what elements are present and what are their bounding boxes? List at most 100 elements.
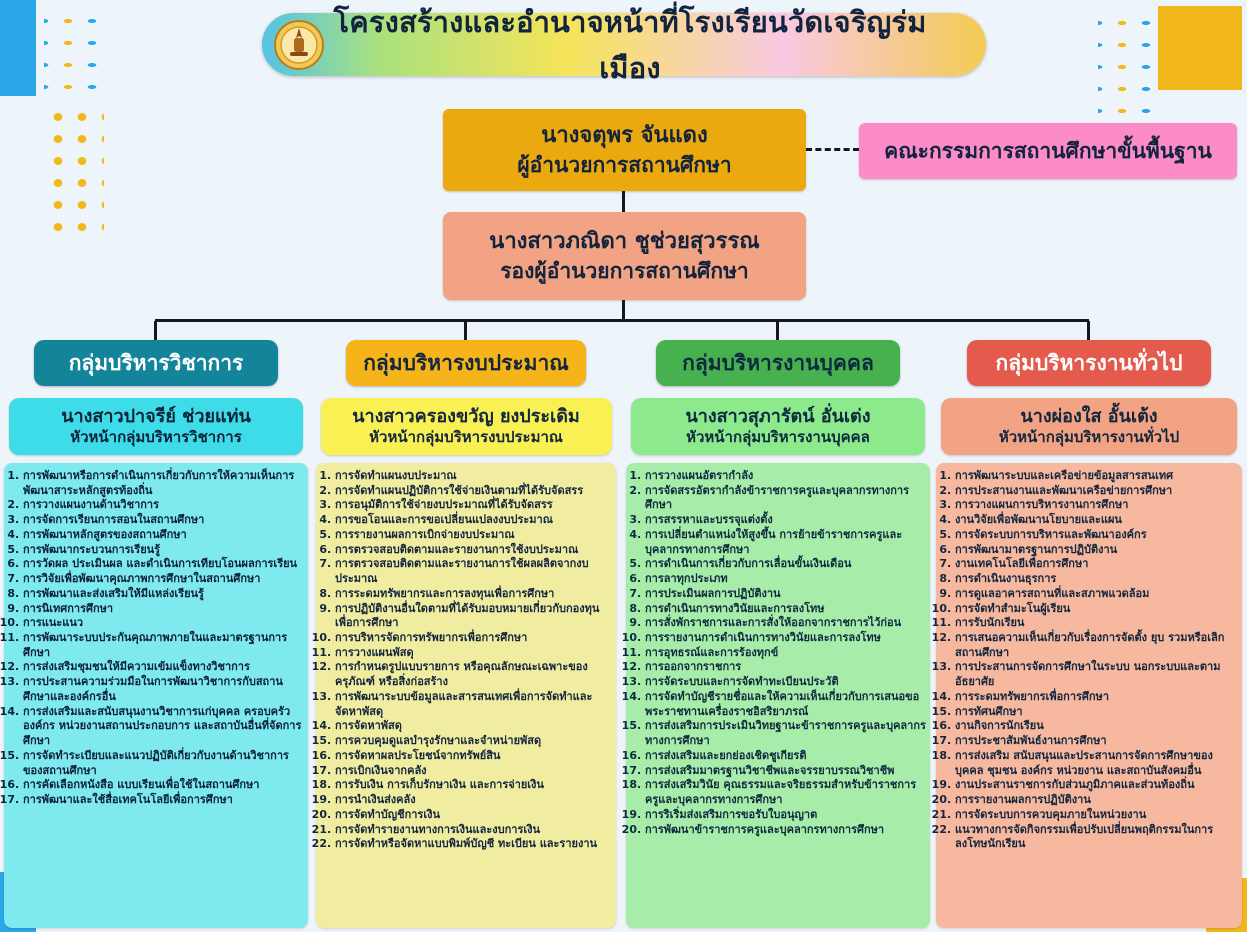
duty-item: การดำเนินงานธุรการ <box>955 572 1239 587</box>
group-header-budget: กลุ่มบริหารงบประมาณ <box>346 340 586 386</box>
decor-rect-top-left <box>0 0 36 96</box>
duty-item: การจัดทำสำมะโนผู้เรียน <box>955 602 1239 617</box>
director-role: ผู้อำนวยการสถานศึกษา <box>517 152 732 177</box>
deputy-role: รองผู้อำนวยการสถานศึกษา <box>500 258 749 283</box>
director-name: นางจตุพร จันแดง <box>541 122 708 148</box>
duty-item: การรายงานการดำเนินการทางวินัยและการลงโทษ <box>645 631 927 646</box>
deputy-box: นางสาวภณิดา ชูช่วยสุวรรณ รองผู้อำนวยการส… <box>443 212 806 300</box>
group-head-name: นางสาวปาจรีย์ ช่วยแท่น <box>61 406 251 427</box>
group-head-card-general: นางผ่องใส อั้นเต้ง หัวหน้ากลุ่มบริหารงาน… <box>940 398 1238 455</box>
group-column-general: กลุ่มบริหารงานทั่วไป นางผ่องใส อั้นเต้ง … <box>936 340 1242 928</box>
duty-item: การจัดทำแผนงบประมาณ <box>335 469 613 484</box>
duty-item: การรายงานผลการเบิกจ่ายงบประมาณ <box>335 528 613 543</box>
duty-item: การส่งเสริมชุมชนให้มีความเข้มแข็งทางวิชา… <box>23 660 305 675</box>
duty-item: การจัดหาพัสดุ <box>335 719 613 734</box>
duty-item: การบริหารจัดการทรัพยากรเพื่อการศึกษา <box>335 631 613 646</box>
connector-horizontal-bar <box>155 319 1089 322</box>
duty-item: การประเมินผลการปฏิบัติงาน <box>645 587 927 602</box>
connector-stub-group-2 <box>464 321 467 340</box>
duty-item: การคัดเลือกหนังสือ แบบเรียนเพื่อใช้ในสถา… <box>23 778 305 793</box>
group-head-card-academic: นางสาวปาจรีย์ ช่วยแท่น หัวหน้ากลุ่มบริหา… <box>8 398 304 455</box>
committee-label: คณะกรรมการสถานศึกษาขั้นพื้นฐาน <box>884 138 1212 163</box>
duty-item: การแนะแนว <box>23 616 305 631</box>
duty-item: การจัดระบบการควบคุมภายในหน่วยงาน <box>955 808 1239 823</box>
duty-item: การจัดสรรอัตรากำลังข้าราชการครูและบุคลาก… <box>645 484 927 513</box>
duty-item: การจัดระบบและการจัดทำทะเบียนประวัติ <box>645 675 927 690</box>
connector-director-committee <box>806 148 859 151</box>
duty-item: การส่งเสริมมาตรฐานวิชาชีพและจรรยาบรรณวิช… <box>645 764 927 779</box>
duty-item: การส่งเสริมและสนับสนุนงานวิชาการแก่บุคคล… <box>23 705 305 749</box>
duty-item: การรับนักเรียน <box>955 616 1239 631</box>
group-header-general: กลุ่มบริหารงานทั่วไป <box>966 340 1212 386</box>
duty-item: การพัฒนาระบบประกันคุณภาพภายในและมาตรฐานก… <box>23 631 305 660</box>
connector-stub-group-3 <box>776 321 779 340</box>
duty-item: การดูแลอาคารสถานที่และสภาพแวดล้อม <box>955 587 1239 602</box>
duty-item: การพัฒนาระบบและเครือข่ายข้อมูลสารสนเทศ <box>955 469 1239 484</box>
duty-item: การจัดทำรายงานทางการเงินและงบการเงิน <box>335 823 613 838</box>
duty-item: การระดมทรัพยากรและการลงทุนเพื่อการศึกษา <box>335 587 613 602</box>
duty-item: การวิจัยเพื่อพัฒนาคุณภาพการศึกษาในสถานศึ… <box>23 572 305 587</box>
duty-item: การปฏิบัติงานอื่นใดตามที่ได้รับมอบหมายเก… <box>335 602 613 631</box>
duty-item: การวางแผนงานด้านวิชาการ <box>23 498 305 513</box>
duty-item: การตรวจสอบติดตามและรายงานการใช้ผลผลิตจาก… <box>335 557 613 586</box>
duty-item: การกำหนดรูปแบบรายการ หรือคุณลักษณะเฉพาะข… <box>335 660 613 689</box>
duty-item: งานกิจการนักเรียน <box>955 719 1239 734</box>
duty-item: การตรวจสอบติดตามและรายงานการใช้งบประมาณ <box>335 543 613 558</box>
title-banner: โครงสร้างและอำนาจหน้าที่โรงเรียนวัดเจริญ… <box>262 5 986 85</box>
director-box: นางจตุพร จันแดง ผู้อำนวยการสถานศึกษา <box>443 109 806 191</box>
duty-item: การพัฒนาหรือการดำเนินการเกี่ยวกับการให้ค… <box>23 469 305 498</box>
duty-item: การประชาสัมพันธ์งานการศึกษา <box>955 734 1239 749</box>
duty-item: การระดมทรัพยากรเพื่อการศึกษา <box>955 690 1239 705</box>
duty-item: การพัฒนาข้าราชการครูและบุคลากรทางการศึกษ… <box>645 823 927 838</box>
decor-dots-top-right <box>1098 12 1154 118</box>
duty-item: การประสานงานและพัฒนาเครือข่ายการศึกษา <box>955 484 1239 499</box>
duty-item: การจัดทำระเบียบและแนวปฏิบัติเกี่ยวกับงาน… <box>23 749 305 778</box>
duty-item: การจัดทำบัญชีการเงิน <box>335 808 613 823</box>
group-head-name: นางสาวสุภารัตน์ อั่นเต่ง <box>685 406 871 427</box>
duty-list-budget: การจัดทำแผนงบประมาณการจัดทำแผนปฏิบัติการ… <box>316 462 616 928</box>
group-head-role: หัวหน้ากลุ่มบริหารงบประมาณ <box>369 428 563 447</box>
duty-item: การจัดการเรียนการสอนในสถานศึกษา <box>23 513 305 528</box>
duty-item: การสรรหาและบรรจุแต่งตั้ง <box>645 513 927 528</box>
decor-dots-left <box>46 106 104 236</box>
duty-item: การวางแผนการบริหารงานการศึกษา <box>955 498 1239 513</box>
duty-item: การประสานความร่วมมือในการพัฒนาวิชาการกับ… <box>23 675 305 704</box>
ministry-of-education-emblem-icon <box>274 19 324 70</box>
deputy-name: นางสาวภณิดา ชูช่วยสุวรรณ <box>489 228 760 254</box>
duty-item: การพัฒนาและใช้สื่อเทคโนโลยีเพื่อการศึกษา <box>23 793 305 808</box>
group-head-role: หัวหน้ากลุ่มบริหารงานทั่วไป <box>998 428 1180 447</box>
connector-deputy-trunk <box>622 300 625 321</box>
group-head-role: หัวหน้ากลุ่มบริหารงานบุคคล <box>686 428 870 447</box>
duty-list-academic: การพัฒนาหรือการดำเนินการเกี่ยวกับการให้ค… <box>4 462 308 928</box>
group-column-academic: กลุ่มบริหารวิชาการ นางสาวปาจรีย์ ช่วยแท่… <box>4 340 308 928</box>
connector-director-deputy <box>622 191 625 212</box>
duty-item: การจัดทำบัญชีรายชื่อและให้ความเห็นเกี่ยว… <box>645 690 927 719</box>
duty-item: งานเทคโนโลยีเพื่อการศึกษา <box>955 557 1239 572</box>
duty-item: การนิเทศการศึกษา <box>23 602 305 617</box>
duty-item: การสั่งพักราชการและการสั่งให้ออกจากราชกา… <box>645 616 927 631</box>
duty-item: การทัศนศึกษา <box>955 705 1239 720</box>
duty-item: การส่งเสริม สนับสนุนและประสานการจัดการศึ… <box>955 749 1239 778</box>
duty-item: การจัดทำแผนปฏิบัติการใช้จ่ายเงินตามที่ได… <box>335 484 613 499</box>
duty-item: การขอโอนและการขอเปลี่ยนแปลงงบประมาณ <box>335 513 613 528</box>
duty-item: การควบคุมดูแลบำรุงรักษาและจำหน่ายพัสดุ <box>335 734 613 749</box>
duty-item: การวางแผนอัตรากำลัง <box>645 469 927 484</box>
duty-item: การส่งเสริมและยกย่องเชิดชูเกียรติ <box>645 749 927 764</box>
duty-item: การจัดทำหรือจัดหาแบบพิมพ์บัญชี ทะเบียน แ… <box>335 837 613 852</box>
group-head-name: นางผ่องใส อั้นเต้ง <box>1020 406 1158 427</box>
connector-stub-group-4 <box>1087 321 1090 340</box>
group-head-card-personnel: นางสาวสุภารัตน์ อั่นเต่ง หัวหน้ากลุ่มบริ… <box>630 398 926 455</box>
duty-item: การส่งเสริมการประเมินวิทยฐานะข้าราชการคร… <box>645 719 927 748</box>
duty-item: การส่งเสริมวินัย คุณธรรมและจริยธรรมสำหรั… <box>645 778 927 807</box>
group-header-academic: กลุ่มบริหารวิชาการ <box>34 340 278 386</box>
duty-list-personnel: การวางแผนอัตรากำลังการจัดสรรอัตรากำลังข้… <box>626 462 930 928</box>
group-header-personnel: กลุ่มบริหารงานบุคคล <box>656 340 900 386</box>
duty-item: การดำเนินการทางวินัยและการลงโทษ <box>645 602 927 617</box>
decor-dots-top-left <box>44 10 110 96</box>
duty-item: การพัฒนาระบบข้อมูลและสารสนเทศเพื่อการจัด… <box>335 690 613 719</box>
duty-item: การประสานการจัดการศึกษาในระบบ นอกระบบและ… <box>955 660 1239 689</box>
duty-item: การวัดผล ประเมินผล และดำเนินการเทียบโอนผ… <box>23 557 305 572</box>
duty-item: การพัฒนาและส่งเสริมให้มีแหล่งเรียนรู้ <box>23 587 305 602</box>
duty-item: การรายงานผลการปฏิบัติงาน <box>955 793 1239 808</box>
